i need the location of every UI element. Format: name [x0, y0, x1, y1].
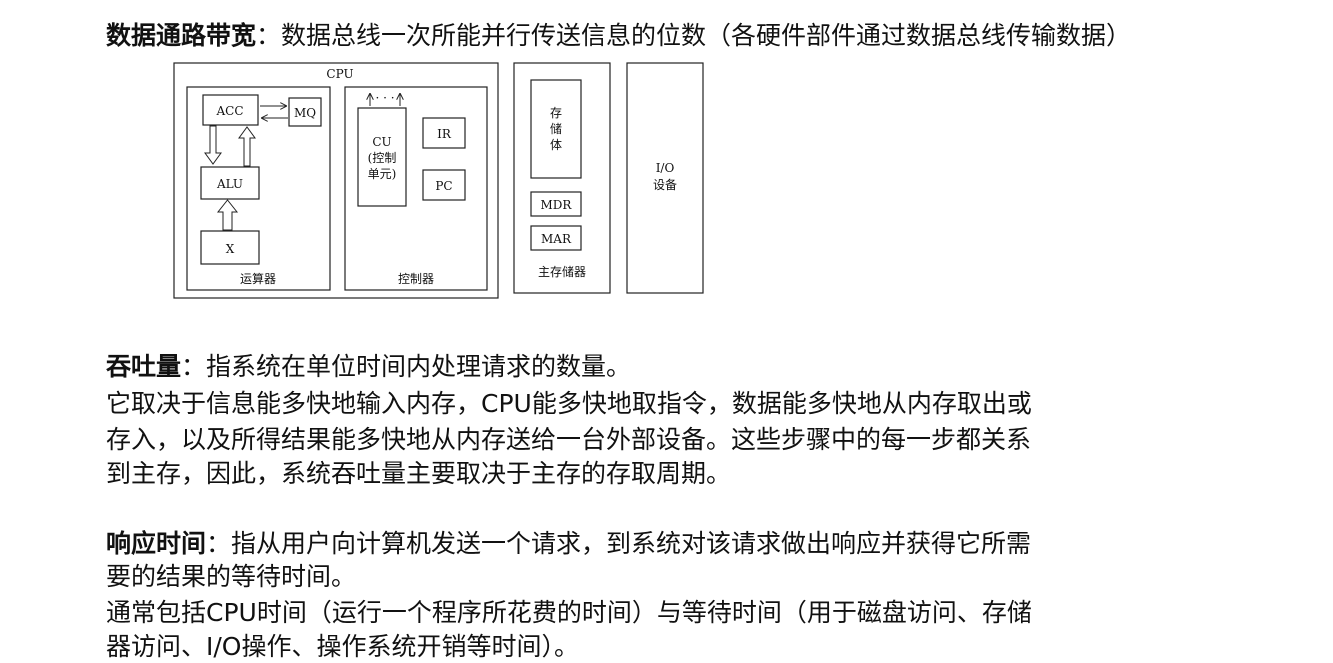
acc-to-alu-arrow: [204, 125, 222, 165]
main-memory-frame: [513, 62, 611, 294]
throughput-term: 吞吐量: [106, 352, 182, 381]
mdr-register: [530, 191, 582, 217]
cu-label-line1: CU: [372, 135, 391, 149]
throughput-text-line: 到主存，因此，系统吞吐量主要取决于主存的存取周期。: [106, 459, 732, 488]
throughput-text-line: 存入，以及所得结果能多快地从内存送给一台外部设备。这些步骤中的每一步都关系: [106, 425, 1032, 454]
throughput-colon: ：: [181, 352, 207, 381]
storage-body-block: [530, 79, 582, 179]
acc-register: [202, 94, 259, 126]
bandwidth-colon: ：: [256, 21, 282, 50]
pc-label: PC: [435, 179, 452, 193]
ir-label: IR: [437, 127, 452, 141]
acc-label: ACC: [215, 104, 243, 118]
main-memory-label: 主存储器: [538, 264, 586, 279]
x-to-alu-arrow: [216, 199, 239, 231]
mq-label: MQ: [294, 106, 316, 120]
alu-to-acc-arrow: [238, 126, 256, 167]
alu-block: [200, 166, 260, 200]
mar-label: MAR: [541, 232, 572, 246]
throughput-heading-line: 吞吐量：指系统在单位时间内处理请求的数量。: [106, 351, 631, 383]
x-label: X: [226, 242, 235, 256]
response-time-definition: 指从用户向计算机发送一个请求，到系统对该请求做出响应并获得它所需: [231, 529, 1032, 558]
ir-register: [422, 117, 466, 149]
cpu-label: CPU: [326, 67, 353, 81]
throughput-definition: 指系统在单位时间内处理请求的数量。: [206, 352, 632, 381]
cu-label-line3: 单元): [368, 167, 397, 181]
io-label-line1: I/O: [656, 161, 675, 175]
bandwidth-definition: 数据总线一次所能并行传送信息的位数（各硬件部件通过数据总线传输数据）: [281, 21, 1132, 50]
cu-block: [357, 107, 407, 207]
control-unit-label: 控制器: [398, 272, 434, 286]
computer-architecture-diagram: CPU ACC MQ ALU X 运算器 · · · CU (控制 单元) IR…: [173, 62, 704, 299]
bandwidth-term: 数据通路带宽: [106, 21, 257, 50]
mq-register: [288, 97, 322, 127]
io-device-frame: [626, 62, 704, 294]
storage-body-label-1: 存: [550, 106, 562, 120]
io-label-line2: 设备: [653, 178, 677, 192]
cu-label-line2: (控制: [368, 151, 397, 165]
response-time-heading-line: 响应时间：指从用户向计算机发送一个请求，到系统对该请求做出响应并获得它所需: [106, 528, 1031, 560]
pc-register: [422, 169, 466, 201]
storage-body-label-3: 体: [550, 138, 562, 152]
alu-label: ALU: [216, 177, 243, 191]
storage-body-label-2: 储: [550, 121, 562, 136]
response-time-text-line: 通常包括CPU时间（运行一个程序所花费的时间）与等待时间（用于磁盘访问、存储: [106, 598, 1032, 627]
response-time-text-line: 要的结果的等待时间。: [106, 562, 357, 591]
x-register: [200, 230, 260, 265]
mdr-label: MDR: [541, 198, 573, 212]
bandwidth-paragraph: 数据通路带宽：数据总线一次所能并行传送信息的位数（各硬件部件通过数据总线传输数据…: [106, 20, 1131, 52]
throughput-text-line: 它取决于信息能多快地输入内存，CPU能多快地取指令，数据能多快地从内存取出或: [106, 389, 1032, 418]
alu-unit-frame: [186, 86, 331, 291]
control-unit-frame: [344, 86, 488, 291]
cpu-frame: [173, 62, 499, 299]
alu-unit-label: 运算器: [240, 271, 276, 286]
response-time-term: 响应时间: [106, 529, 207, 558]
mar-register: [530, 225, 582, 251]
control-bus-dots: · · ·: [375, 91, 394, 105]
response-time-colon: ：: [206, 529, 232, 558]
response-time-text-line: 器访问、I/O操作、操作系统开销等时间）。: [106, 632, 579, 661]
